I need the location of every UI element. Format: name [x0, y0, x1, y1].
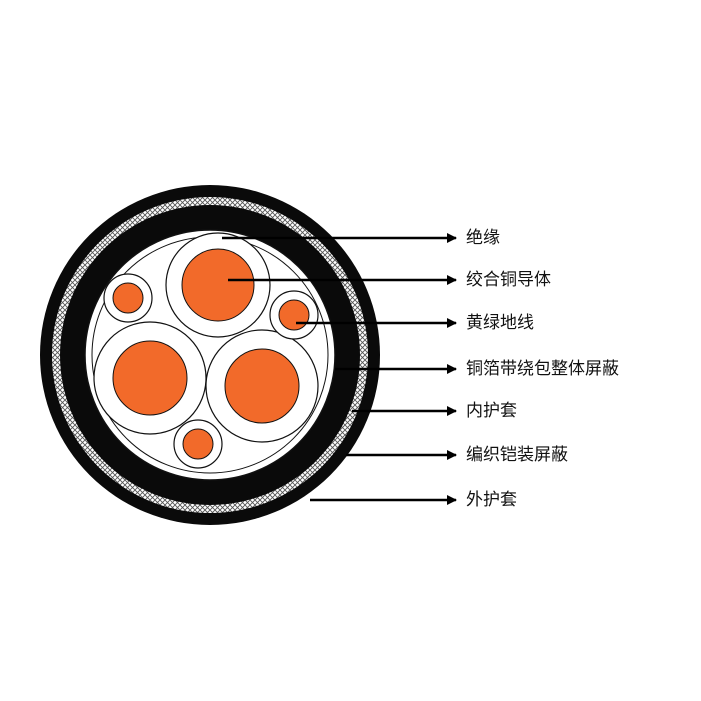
- conductor-small-left: [112, 282, 144, 314]
- label-outer-sheath: 外护套: [466, 490, 517, 510]
- label-braid-armor-shield: 编织铠装屏蔽: [466, 445, 568, 465]
- conductor-top-core: [181, 248, 255, 322]
- label-inner-sheath: 内护套: [466, 401, 517, 421]
- label-insulation: 绝缘: [466, 228, 500, 248]
- conductor-small-bottom: [182, 428, 214, 460]
- conductor-right-core: [224, 348, 300, 424]
- label-yellow-green-ground: 黄绿地线: [466, 313, 534, 333]
- conductor-ground-core: [278, 299, 310, 331]
- label-stranded-copper-conductor: 绞合铜导体: [466, 270, 551, 290]
- leader-arrows: [222, 233, 457, 505]
- conductor-left-core: [112, 340, 188, 416]
- label-copper-tape-shield: 铜箔带绕包整体屏蔽: [466, 359, 619, 379]
